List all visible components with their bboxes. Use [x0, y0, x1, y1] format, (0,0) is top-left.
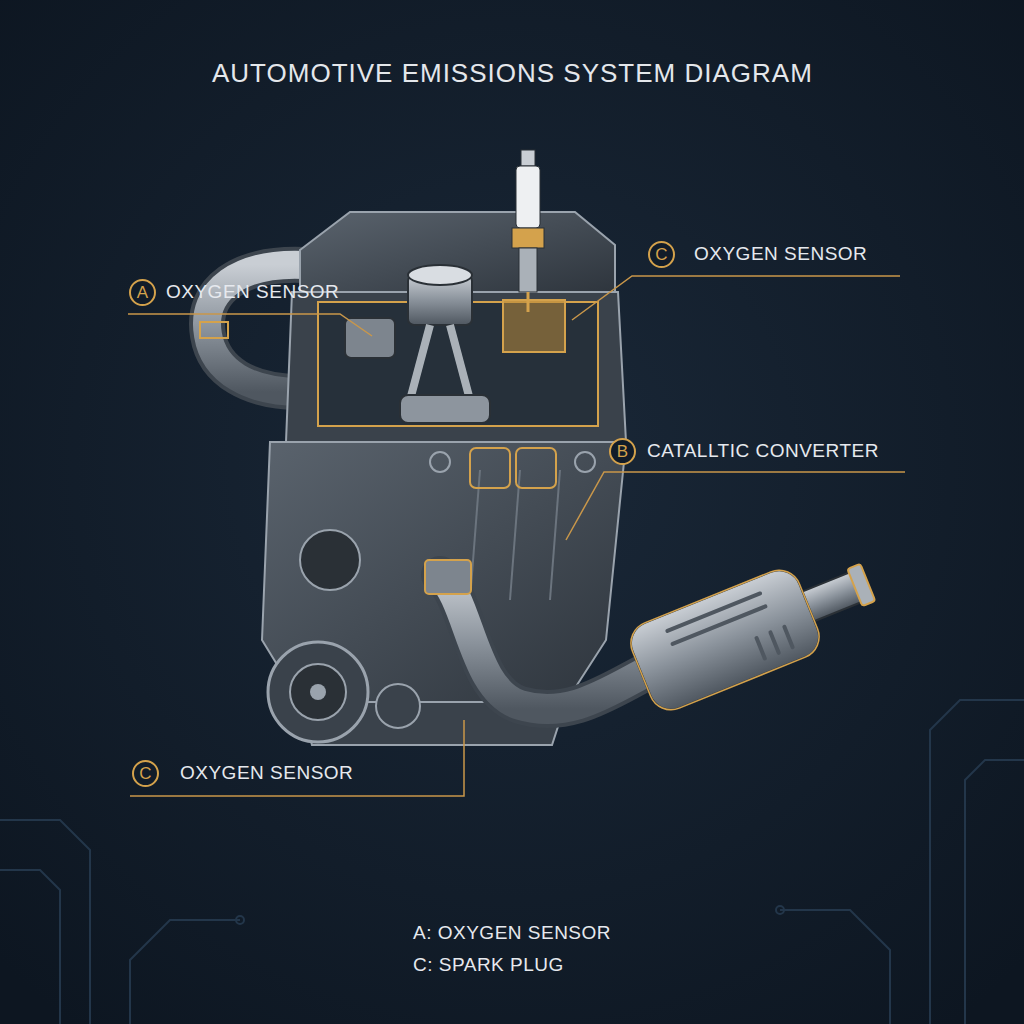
- idler-pulley: [376, 684, 420, 728]
- slot: [673, 606, 766, 643]
- plug-hex: [512, 228, 544, 248]
- connecting-rod: [410, 325, 430, 400]
- circuit-pad: [776, 906, 784, 914]
- piston-crown: [408, 265, 472, 285]
- pipe-band: [200, 322, 228, 338]
- spark-plug: [503, 150, 565, 352]
- leader-line: [130, 720, 464, 796]
- connecting-rod: [450, 325, 470, 400]
- key-note: A: OXYGEN SENSOR: [413, 922, 611, 944]
- circuit-trace: [930, 700, 1024, 1024]
- bolt: [575, 452, 595, 472]
- pistons: [345, 265, 490, 423]
- rib: [550, 470, 560, 600]
- part-label: CATALLTIC CONVERTER: [647, 440, 879, 462]
- valve-cover: [300, 212, 615, 292]
- circuit-trace: [130, 920, 240, 1024]
- callout-letter: B: [617, 443, 628, 460]
- pulley-hub: [290, 664, 346, 720]
- callout-letter: C: [655, 246, 667, 263]
- callout-circle: C: [648, 241, 675, 268]
- callout-circle: C: [132, 760, 159, 787]
- callout-circle: A: [129, 279, 156, 306]
- timing-cover-port: [300, 530, 360, 590]
- slot: [757, 638, 765, 658]
- part-label: OXYGEN SENSOR: [166, 281, 339, 303]
- crankshaft: [400, 395, 490, 423]
- pulleys: [268, 530, 420, 742]
- circuit-traces: [0, 700, 1024, 1024]
- coil-pack: [516, 448, 556, 488]
- leader-line: [128, 314, 372, 336]
- exhaust-flange: [425, 560, 471, 594]
- pulley-center: [310, 684, 326, 700]
- plug-insulator: [516, 166, 540, 228]
- crank-pulley: [268, 642, 368, 742]
- block-ribs: [470, 470, 560, 600]
- slot: [770, 632, 778, 652]
- converter-outline: [624, 564, 825, 717]
- ignition-highlight: [503, 300, 565, 352]
- coil-packs: [430, 448, 595, 488]
- callout-letter: C: [139, 765, 151, 782]
- circuit-pad: [236, 916, 244, 924]
- piston: [345, 318, 395, 358]
- callout-circle: B: [609, 438, 636, 465]
- rib: [510, 470, 520, 600]
- tailpipe-flange: [847, 564, 875, 606]
- exhaust-pipe: [440, 575, 650, 709]
- diagram-title: AUTOMOTIVE EMISSIONS SYSTEM DIAGRAM: [212, 58, 813, 89]
- key-note: C: SPARK PLUG: [413, 954, 564, 976]
- exhaust-pipe: [440, 575, 650, 709]
- leader-lines: [128, 276, 905, 796]
- circuit-trace: [0, 870, 60, 1024]
- coil-pack: [470, 448, 510, 488]
- converter-shell: [624, 564, 825, 717]
- circuit-trace: [965, 760, 1024, 1024]
- leader-line: [572, 276, 900, 320]
- heat-slots: [667, 590, 792, 689]
- circuit-trace: [780, 910, 890, 1024]
- leader-line: [566, 472, 905, 540]
- bolt: [430, 452, 450, 472]
- slot: [784, 627, 792, 647]
- part-label: OXYGEN SENSOR: [180, 762, 353, 784]
- callout-letter: A: [137, 284, 148, 301]
- catalytic-converter-figure: [624, 540, 885, 717]
- plug-thread: [519, 248, 537, 292]
- part-label: OXYGEN SENSOR: [694, 243, 867, 265]
- plug-terminal: [521, 150, 535, 166]
- plug-electrode: [527, 292, 530, 312]
- circuit-trace: [0, 820, 90, 1024]
